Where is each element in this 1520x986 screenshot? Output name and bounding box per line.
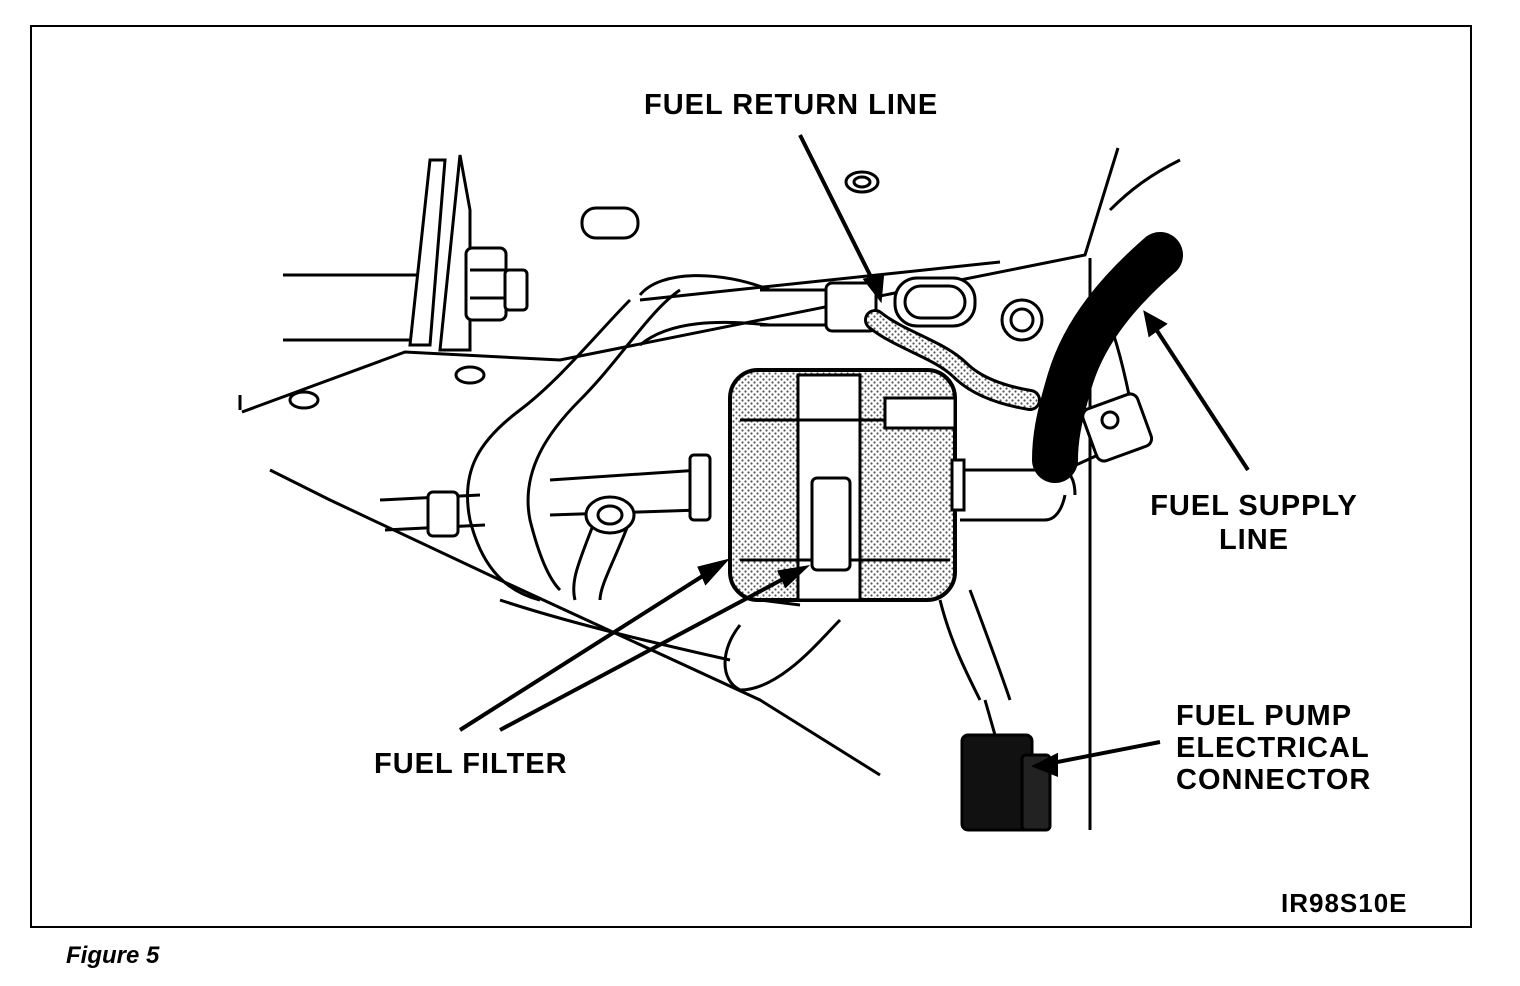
hose-clamps xyxy=(426,281,1154,538)
fuel-supply-line-label: FUEL SUPPLY LINE xyxy=(1140,490,1368,556)
fuel-pump-connector xyxy=(960,699,1052,832)
fuel-pump-connector-label-line3: CONNECTOR xyxy=(1176,764,1372,796)
mounting-bracket xyxy=(408,154,529,352)
fuel-hoses xyxy=(379,274,1077,701)
fuel-filter-label: FUEL FILTER xyxy=(374,748,568,780)
fuel-return-line-label: FUEL RETURN LINE xyxy=(644,89,939,121)
fuel-supply-line xyxy=(1032,232,1183,483)
fuel-filter-body xyxy=(728,368,966,602)
figure-frame xyxy=(30,25,1472,928)
figure-caption: Figure 5 xyxy=(66,942,160,969)
image-code: IR98S10E xyxy=(1281,888,1408,918)
fuel-pump-connector-label-line2: ELECTRICAL xyxy=(1176,732,1370,764)
fuel-supply-line-label-line1: FUEL SUPPLY xyxy=(1150,490,1358,522)
leader-lines xyxy=(458,134,1250,777)
fuel-pump-connector-label: FUEL PUMP ELECTRICAL CONNECTOR xyxy=(1176,700,1371,796)
fuel-supply-line-label-line2: LINE xyxy=(1218,524,1290,556)
fuel-pump-connector-label-line1: FUEL PUMP xyxy=(1176,700,1353,732)
mounting-holes xyxy=(288,170,1044,410)
